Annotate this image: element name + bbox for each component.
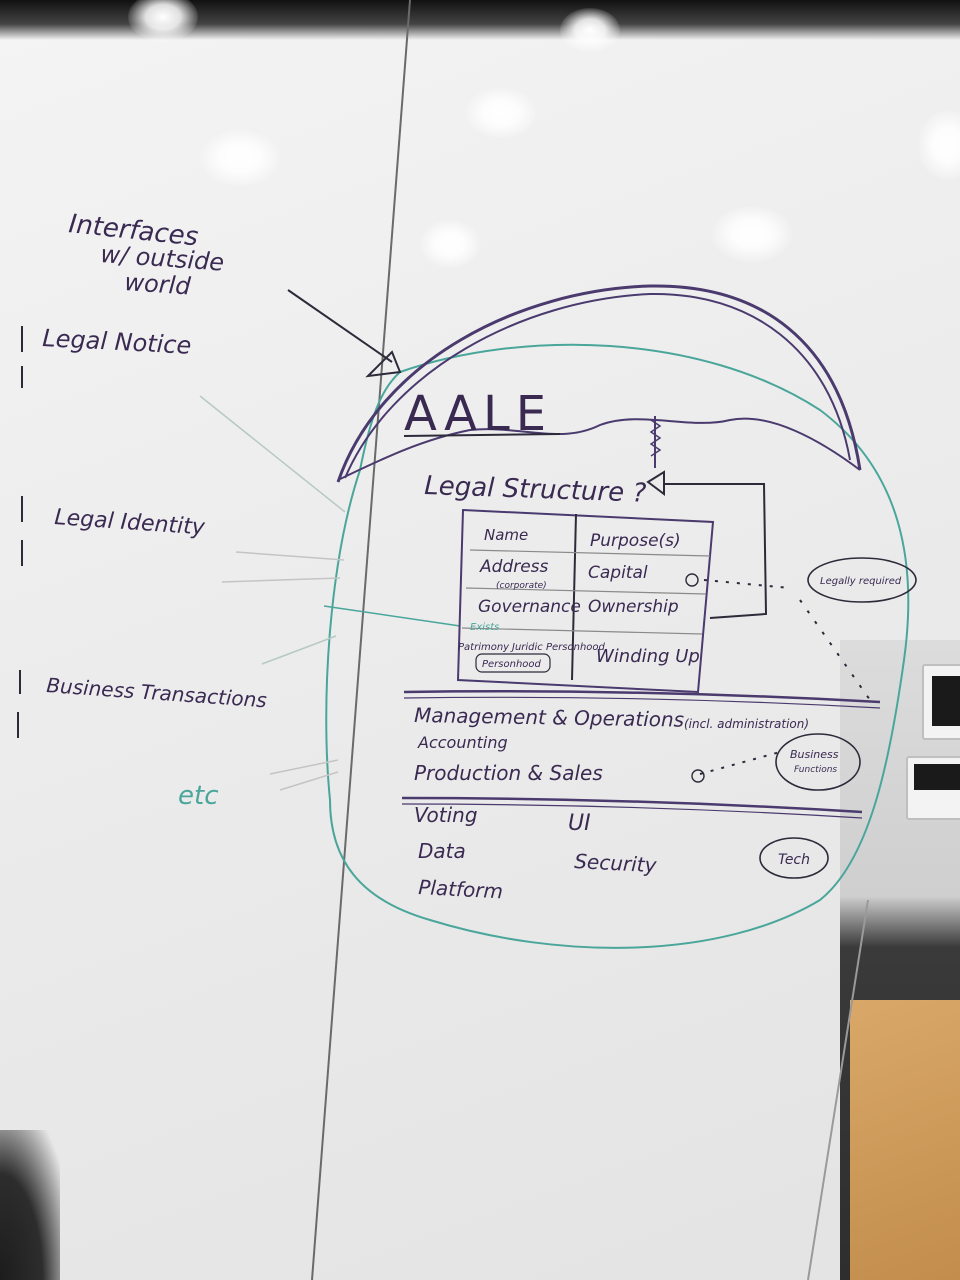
aale-boundary: [325, 343, 910, 949]
table-winding-up: Winding Up: [596, 646, 700, 667]
table-ownership: Ownership: [588, 597, 679, 617]
table-address: Address: [479, 557, 549, 577]
security-label: Security: [574, 849, 658, 877]
production-sales-label: Production & Sales: [414, 761, 603, 785]
legally-required-bubble: [807, 557, 917, 603]
divider-business: [403, 690, 881, 704]
legal-structure-table: [456, 508, 715, 694]
business-functions-line2: Functions: [794, 765, 837, 775]
umbrella-hem: [337, 417, 861, 481]
table-patrimony: Patrimony: [458, 642, 510, 653]
table-governance: Governance: [478, 597, 581, 617]
light-glare: [712, 206, 792, 262]
light-glare: [420, 220, 480, 268]
desk: [850, 1000, 960, 1280]
light-glare: [466, 88, 536, 138]
tech-bubble: [759, 837, 829, 879]
table-name: Name: [484, 526, 528, 544]
business-functions-line1: Business: [790, 748, 839, 761]
divider-tech: [401, 796, 863, 814]
legal-structure-label: Legal Structure ?: [424, 471, 647, 509]
data-label: Data: [418, 839, 466, 863]
voting-label: Voting: [414, 803, 478, 827]
tech-label: Tech: [778, 852, 810, 868]
business-functions-bubble: [775, 733, 861, 791]
table-juridic-personhood: Juridic Personhood: [510, 642, 606, 653]
table-capital: Capital: [588, 563, 648, 583]
management-note: (incl. administration): [684, 717, 809, 731]
management-label: Management & Operations: [414, 703, 684, 732]
table-exists-note: Exists: [470, 622, 499, 633]
platform-label: Platform: [418, 875, 504, 903]
person-shadow: [0, 1130, 60, 1280]
table-personhood: Personhood: [482, 659, 542, 670]
etc-label: etc: [178, 781, 219, 811]
light-switch: [922, 664, 960, 740]
light-glare: [200, 130, 280, 186]
table-purposes: Purpose(s): [590, 531, 681, 551]
legal-notice-label: Legal Notice: [42, 324, 192, 360]
light-switch: [906, 756, 960, 820]
light-glare: [918, 110, 960, 180]
legal-identity-label: Legal Identity: [54, 505, 207, 541]
business-transactions-label: Business Transactions: [46, 673, 268, 712]
aale-title: AALE: [404, 386, 552, 442]
table-corporate-note: (corporate): [496, 581, 547, 591]
legally-required-label: Legally required: [820, 576, 902, 587]
umbrella-canopy: [336, 284, 862, 483]
ui-label: UI: [568, 811, 591, 836]
light-glare: [128, 0, 198, 42]
accounting-label: Accounting: [417, 733, 508, 752]
interfaces-line3: world: [124, 268, 193, 301]
interfaces-arrow: [287, 289, 393, 363]
light-glare: [560, 8, 620, 52]
